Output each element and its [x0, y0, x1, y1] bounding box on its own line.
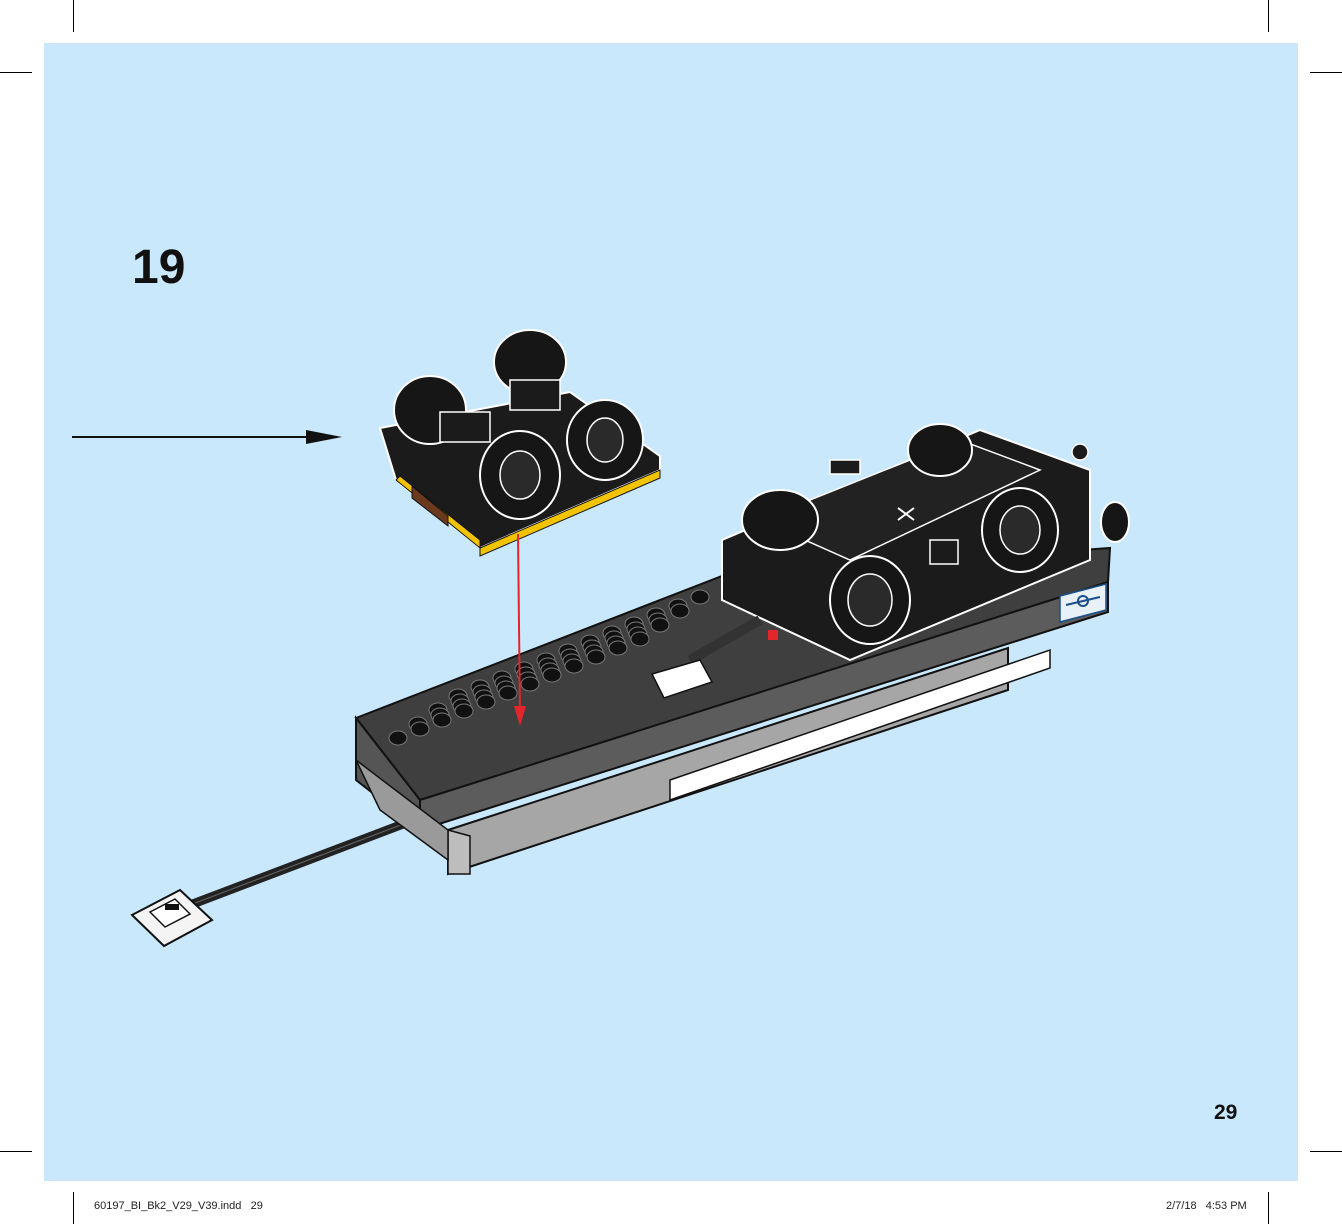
- stud: [543, 668, 561, 682]
- stud: [411, 722, 429, 736]
- page-number: 29: [1214, 1101, 1237, 1125]
- stud: [587, 650, 605, 664]
- stud: [671, 604, 689, 618]
- stud: [477, 695, 495, 709]
- stud: [609, 641, 627, 655]
- stud: [521, 677, 539, 691]
- date-slug: 2/7/18 4:53 PM: [1166, 1200, 1247, 1212]
- file-slug: 60197_BI_Bk2_V29_V39.indd 29: [94, 1200, 263, 1212]
- wheel-bogie-part: [380, 330, 660, 556]
- stud: [455, 704, 473, 718]
- stud: [651, 618, 669, 632]
- stud: [631, 632, 649, 646]
- stud: [433, 713, 451, 727]
- pointer-arrow-icon: [72, 430, 342, 444]
- stud: [499, 686, 517, 700]
- stud: [389, 731, 407, 745]
- stud: [565, 659, 583, 673]
- stud: [691, 590, 709, 604]
